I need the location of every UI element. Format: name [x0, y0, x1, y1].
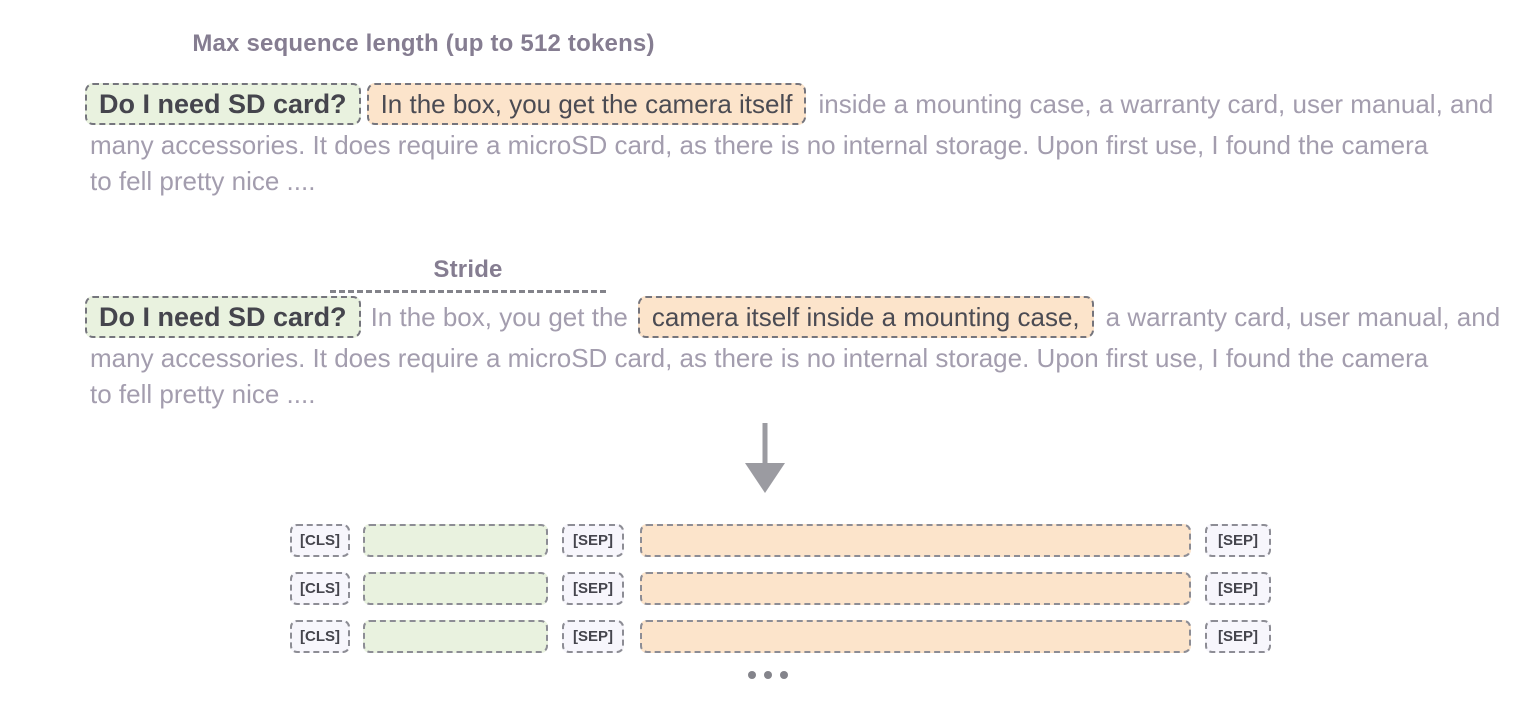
ellipsis-dots — [748, 671, 788, 679]
question-span-token — [363, 524, 548, 557]
window1-line3: to fell pretty nice .... — [90, 166, 316, 196]
stride-span-line — [330, 290, 606, 293]
cls-token: [CLS] — [290, 572, 350, 605]
sep-token: [SEP] — [562, 572, 624, 605]
question-text: Do I need SD card? — [99, 301, 347, 332]
sep-token: [SEP] — [1205, 572, 1271, 605]
window2-line3: to fell pretty nice .... — [90, 379, 316, 409]
window1-context-highlight: In the box, you get the camera itself — [366, 83, 807, 125]
window1-line1: Do I need SD card? In the box, you get t… — [85, 83, 1493, 125]
question-span-token — [363, 620, 548, 653]
max-sequence-length-label: Max sequence length (up to 512 tokens) — [192, 30, 655, 57]
window1-highlight-text: In the box, you get the camera itself — [380, 88, 793, 119]
context-span-token — [640, 524, 1191, 557]
window2-highlight-text: camera itself inside a mounting case, — [651, 301, 1080, 332]
window2-line2: many accessories. It does require a micr… — [90, 343, 1429, 373]
token-row: [CLS] [SEP] [SEP] — [290, 524, 1271, 557]
sep-token: [SEP] — [1205, 524, 1271, 557]
question-span-token — [363, 572, 548, 605]
question-text: Do I need SD card? — [99, 88, 347, 119]
window2-question-highlight: Do I need SD card? — [85, 296, 361, 338]
dot — [780, 671, 788, 679]
window2-line1: Do I need SD card? In the box, you get t… — [85, 296, 1500, 338]
token-row: [CLS] [SEP] [SEP] — [290, 620, 1271, 653]
stride-label: Stride — [433, 256, 503, 283]
window1-rest-line1: inside a mounting case, a warranty card,… — [818, 88, 1494, 119]
sep-token: [SEP] — [562, 524, 624, 557]
cls-token: [CLS] — [290, 620, 350, 653]
context-span-token — [640, 572, 1191, 605]
window2-context-highlight: camera itself inside a mounting case, — [637, 296, 1094, 338]
dot — [764, 671, 772, 679]
context-span-token — [640, 620, 1191, 653]
sep-token: [SEP] — [1205, 620, 1271, 653]
arrow-down-icon — [741, 423, 789, 500]
window1-question-highlight: Do I need SD card? — [85, 83, 361, 125]
cls-token: [CLS] — [290, 524, 350, 557]
sep-token: [SEP] — [562, 620, 624, 653]
window1-line2: many accessories. It does require a micr… — [90, 130, 1429, 160]
dot — [748, 671, 756, 679]
window2-pre-text: In the box, you get the — [370, 301, 628, 332]
window2-rest-line1: a warranty card, user manual, and — [1105, 301, 1501, 332]
token-row: [CLS] [SEP] [SEP] — [290, 572, 1271, 605]
